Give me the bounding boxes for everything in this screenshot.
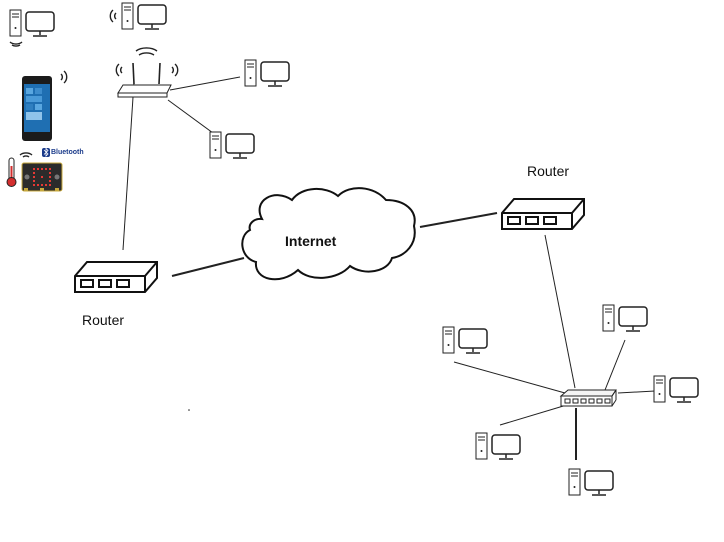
wifi-access-point-icon bbox=[115, 47, 179, 98]
switch-icon bbox=[559, 389, 617, 407]
pc-icon bbox=[442, 326, 488, 354]
bluetooth-label: Bluetooth bbox=[51, 149, 84, 156]
thermometer-icon bbox=[6, 157, 17, 187]
pc-icon bbox=[121, 2, 167, 30]
link-switch-to-pc-d bbox=[499, 403, 571, 426]
pc-icon bbox=[568, 468, 614, 496]
link-switch-to-pc-b bbox=[617, 390, 656, 394]
link-internet-to-router bbox=[419, 212, 498, 228]
link-ap-to-router bbox=[122, 81, 135, 251]
pc-icon bbox=[244, 59, 290, 87]
router-right-label: Router bbox=[527, 163, 570, 179]
wifi-signal-icon bbox=[109, 9, 117, 23]
router-right-icon bbox=[501, 198, 585, 230]
pc-icon bbox=[602, 304, 648, 332]
internet-label: Internet bbox=[285, 233, 337, 249]
wifi-signal-icon bbox=[19, 152, 33, 158]
pc-icon bbox=[9, 9, 55, 37]
wifi-signal-icon bbox=[9, 41, 23, 47]
bluetooth-icon bbox=[42, 147, 50, 157]
pc-icon bbox=[653, 375, 699, 403]
connection-lines bbox=[122, 76, 656, 460]
wifi-signal-icon bbox=[60, 70, 68, 84]
link-ap-to-pc2 bbox=[167, 99, 214, 134]
link-switch-to-pc-c bbox=[604, 339, 626, 391]
cloud-icon bbox=[241, 187, 416, 281]
router-left-label: Router bbox=[82, 312, 125, 328]
pc-icon bbox=[475, 432, 521, 460]
pc-icon bbox=[209, 131, 255, 159]
microbit-icon bbox=[21, 162, 63, 192]
router-left-icon bbox=[74, 261, 158, 293]
link-router-to-internet bbox=[171, 257, 245, 277]
link-ap-to-pc1 bbox=[169, 76, 241, 91]
link-router-to-switch bbox=[544, 234, 576, 389]
link-switch-to-pc-a bbox=[453, 361, 566, 394]
smartphone-icon bbox=[22, 76, 52, 141]
